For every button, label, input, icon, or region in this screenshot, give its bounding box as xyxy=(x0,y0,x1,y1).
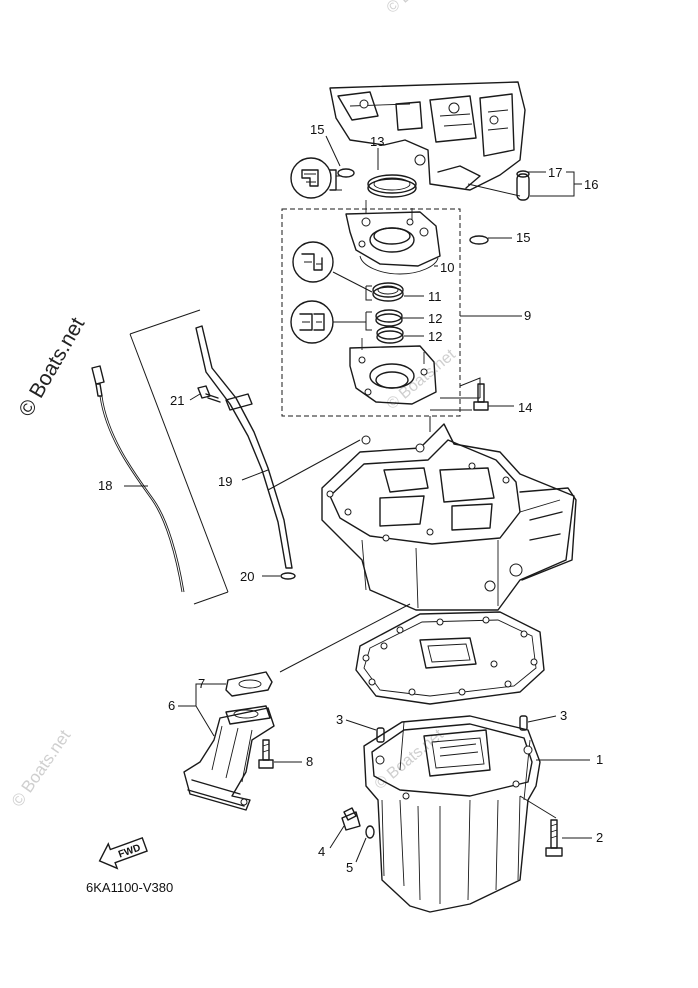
callout-7: 7 xyxy=(198,676,205,691)
part-2-bolt xyxy=(545,819,563,857)
part-9-oil-seal-housing xyxy=(345,200,441,267)
part-6-oil-strainer xyxy=(183,705,275,811)
callout-9: 9 xyxy=(524,308,531,323)
callout-16: 16 xyxy=(584,177,598,192)
seal-detail-inset-middle xyxy=(292,241,373,293)
callout-6: 6 xyxy=(168,698,175,713)
part-3-dowel-pin-left xyxy=(376,727,385,743)
callout-8: 8 xyxy=(306,754,313,769)
part-12-oil-seal-lower xyxy=(376,326,404,344)
callout-12-lower: 12 xyxy=(428,329,442,344)
part-5-gasket xyxy=(365,825,375,839)
watermark-faint-top: © Boats.net xyxy=(384,0,460,17)
callout-2: 2 xyxy=(596,830,603,845)
callout-19: 19 xyxy=(218,474,232,489)
callout-15-right: 15 xyxy=(516,230,530,245)
part-7-gasket xyxy=(225,671,273,697)
exhaust-guide-body xyxy=(321,423,577,611)
callout-14: 14 xyxy=(518,400,532,415)
part-12-oil-seal-upper xyxy=(375,309,403,327)
part-1-oil-pan xyxy=(363,715,541,913)
engine-block-top xyxy=(329,81,526,191)
part-4-drain-plug xyxy=(341,807,361,831)
diagram-code: 6KA1100-V380 xyxy=(86,880,173,895)
watermark-faint-left: © Boats.net xyxy=(8,726,75,810)
part-19-dipstick-guide-tube xyxy=(195,325,293,569)
part-3-dowel-pin-right xyxy=(519,715,528,731)
dipstick-bracket xyxy=(129,309,229,605)
callout-1: 1 xyxy=(596,752,603,767)
part-10-gasket xyxy=(359,255,439,275)
callout-4: 4 xyxy=(318,844,325,859)
callout-20: 20 xyxy=(240,569,254,584)
callout-12-upper: 12 xyxy=(428,311,442,326)
callouts: 1 2 3 3 4 5 6 7 8 9 10 11 12 xyxy=(98,122,603,875)
callout-18: 18 xyxy=(98,478,112,493)
seal-detail-inset-lower xyxy=(290,300,366,344)
forward-direction-arrow: FWD xyxy=(98,837,148,870)
part-14-bolt xyxy=(473,383,489,411)
part-15-o-ring-left xyxy=(337,168,355,178)
part-16-dowel-pin xyxy=(516,170,530,201)
leader-top-to-body xyxy=(429,416,431,432)
part-18-dipstick xyxy=(91,365,185,593)
callout-13: 13 xyxy=(370,134,384,149)
seal-detail-inset-top xyxy=(290,157,337,199)
callout-5: 5 xyxy=(346,860,353,875)
callout-3-right: 3 xyxy=(560,708,567,723)
part-20-o-ring xyxy=(280,572,296,580)
part-13-oil-seal xyxy=(367,174,417,198)
part-8-bolt xyxy=(258,739,274,769)
callout-3-left: 3 xyxy=(336,712,343,727)
callout-17: 17 xyxy=(548,165,562,180)
oil-seal-housing-assembly-box xyxy=(281,208,461,417)
callout-11: 11 xyxy=(428,289,442,304)
callout-15-left: 15 xyxy=(310,122,324,137)
callout-21: 21 xyxy=(170,393,184,408)
callout-10: 10 xyxy=(440,260,454,275)
part-15-o-ring-right xyxy=(469,235,489,245)
watermark-main: © Boats.net xyxy=(14,314,89,421)
lower-seal-housing xyxy=(349,338,437,405)
part-21-bolt xyxy=(197,385,221,403)
exhaust-guide-gasket xyxy=(355,611,545,705)
part-11-oil-seal xyxy=(372,282,404,302)
